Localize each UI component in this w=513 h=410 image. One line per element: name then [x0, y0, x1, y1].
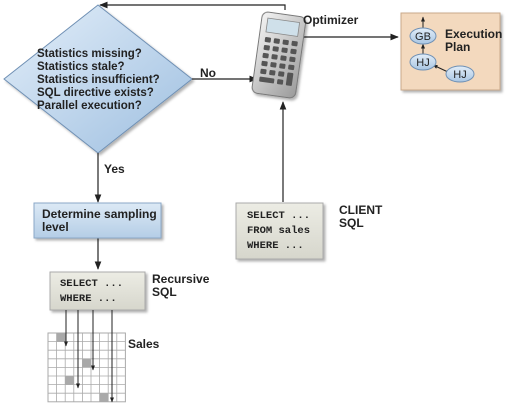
execution-plan-label: Execution Plan [445, 28, 502, 54]
optimizer-label: Optimizer [303, 13, 359, 27]
execution-plan-label-line-1: Execution [445, 27, 503, 41]
plan-edge-hj-to-hj [432, 64, 449, 73]
recursive-sql-label-line-2: SQL [152, 285, 177, 299]
question-statistics-missing: Statistics missing? [37, 48, 142, 60]
client-sql-box [235, 202, 324, 260]
client-sql-label-line-2: SQL [339, 216, 364, 230]
sales-table-grid [47, 332, 126, 403]
question-statistics-stale: Statistics stale? [37, 61, 125, 73]
client-sql-label-line-1: CLIENT [339, 203, 383, 217]
plan-node-gb-label: GB [415, 31, 431, 43]
calculator-icon [251, 11, 307, 99]
client-sql-line-1: SELECT ... [247, 210, 311, 222]
sampled-cell-1 [56, 333, 66, 342]
sampling-box [33, 202, 162, 239]
recursive-sql-label: Recursive SQL [152, 273, 209, 299]
sampled-cell-4 [99, 393, 109, 402]
sampled-cell-3 [82, 358, 91, 368]
plan-node-hj-1-label: HJ [416, 57, 430, 69]
plan-node-gb [409, 27, 437, 45]
sampling-label-line-2: level [42, 220, 69, 234]
sampled-cell-2 [65, 376, 74, 385]
recursive-sql-label-line-1: Recursive [152, 272, 210, 286]
loop-back-arrow [99, 1, 286, 10]
client-sql-code: SELECT ... FROM sales WHERE ... [247, 209, 310, 254]
plan-node-hj-2-label: HJ [453, 69, 467, 81]
sampling-label-line-1: Determine sampling [42, 207, 157, 221]
yes-label: Yes [104, 162, 125, 176]
no-label: No [200, 66, 216, 80]
client-sql-line-2: FROM sales [247, 225, 311, 237]
recursive-sql-line-1: SELECT ... [60, 278, 124, 290]
client-sql-label: CLIENT SQL [339, 204, 382, 230]
sales-label: Sales [128, 337, 160, 351]
client-sql-line-3: WHERE ... [247, 240, 304, 252]
sampling-label: Determine sampling level [42, 208, 157, 234]
question-parallel-execution: Parallel execution? [37, 100, 142, 112]
execution-plan-label-line-2: Plan [445, 40, 471, 54]
recursive-sql-code: SELECT ... WHERE ... [60, 277, 123, 307]
recursive-sql-line-2: WHERE ... [60, 293, 117, 305]
decision-questions: Statistics missing? Statistics stale? St… [37, 48, 160, 113]
plan-node-hj-1 [409, 53, 437, 71]
plan-node-hj-2 [445, 65, 475, 83]
recursive-sql-box [49, 271, 146, 311]
question-statistics-insufficient: Statistics insufficient? [37, 74, 160, 86]
question-sql-directive: SQL directive exists? [37, 87, 154, 99]
